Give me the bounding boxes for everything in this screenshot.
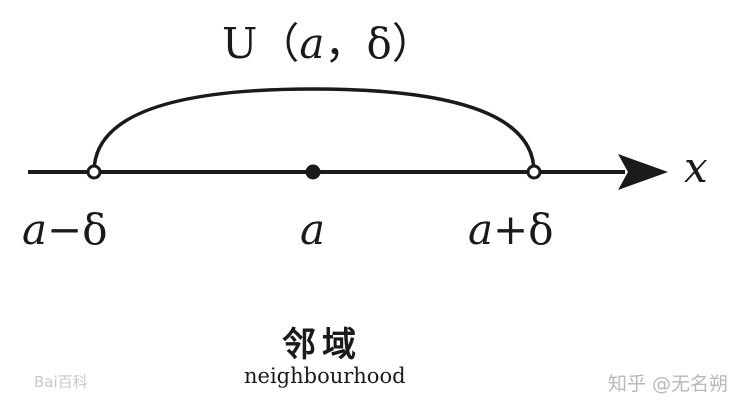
right-open-endpoint [526,164,542,180]
neighborhood-arc [92,87,536,173]
caption-title-english: neighbourhood [244,364,406,388]
left-endpoint-label: a−δ [22,205,108,254]
center-point [305,164,321,180]
axis-arrow-head [618,154,668,190]
caption-title-chinese: 邻域 [282,325,362,365]
baidu-baike-watermark: Bai百科 [34,373,88,391]
center-point-label: a [300,205,325,254]
left-open-endpoint [86,164,102,180]
right-endpoint-label: a+δ [468,205,554,254]
neighborhood-label: U（a，δ） [222,19,434,68]
zhihu-author-watermark: 知乎 @无名朔 [607,373,728,395]
axis-variable-label: x [684,143,708,192]
